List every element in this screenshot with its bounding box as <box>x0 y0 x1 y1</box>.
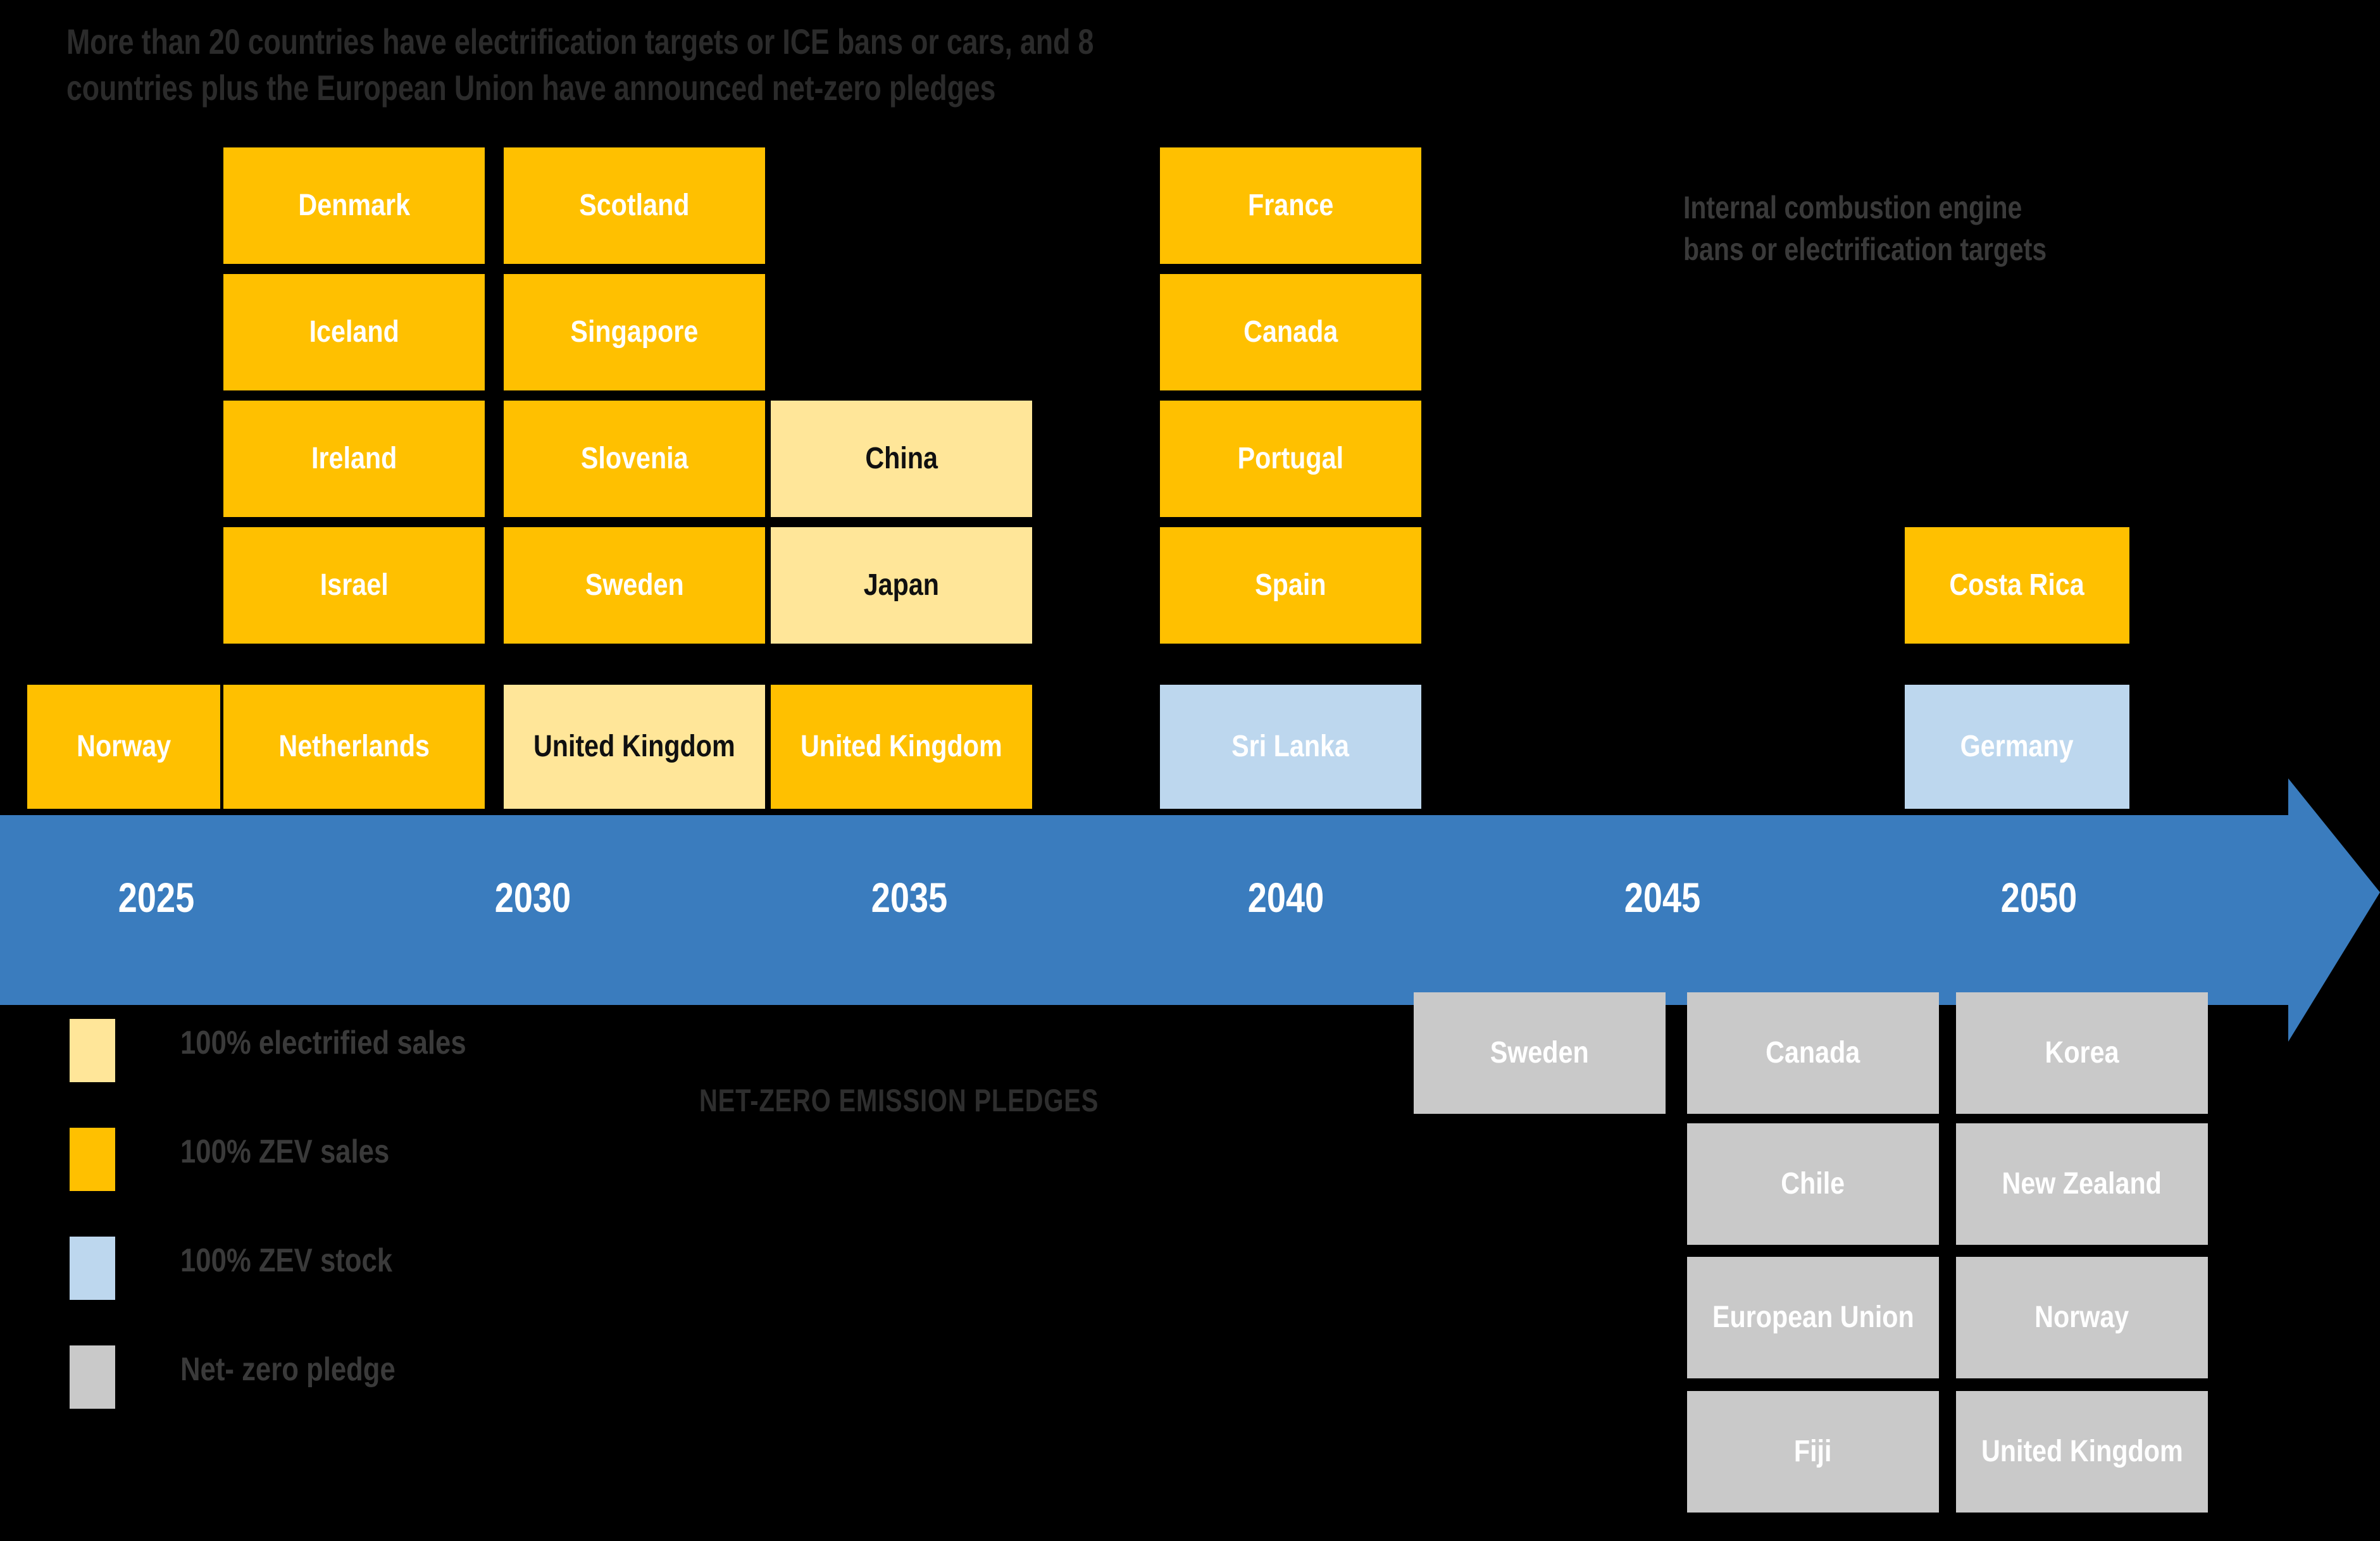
net-zero-section-heading: NET-ZERO EMISSION PLEDGES <box>699 1083 1099 1118</box>
target-box-label: Spain <box>1255 568 1326 602</box>
legend-label-zev_sales: 100% ZEV sales <box>180 1133 390 1170</box>
target-box-label: United Kingdom <box>801 730 1002 764</box>
net-zero-box-norway: Norway <box>1956 1257 2208 1378</box>
target-box-united-kingdom-2030: United Kingdom <box>504 685 765 809</box>
target-box-label: Sri Lanka <box>1231 730 1350 764</box>
target-box-label: United Kingdom <box>533 730 735 764</box>
target-box-canada-2040: Canada <box>1160 274 1421 390</box>
legend-label-electrified_sales: 100% electrified sales <box>180 1025 466 1061</box>
target-box-germany-2050: Germany <box>1905 685 2129 809</box>
target-box-ireland-2030: Ireland <box>223 401 485 517</box>
target-box-norway-2025: Norway <box>27 685 220 809</box>
net-zero-box-european-union: European Union <box>1687 1257 1939 1378</box>
target-box-label: Singapore <box>570 315 699 349</box>
net-zero-box-united-kingdom: United Kingdom <box>1956 1391 2208 1513</box>
timeline-year-2035: 2035 <box>871 874 948 921</box>
net-zero-box-label: Norway <box>2034 1301 2129 1335</box>
target-box-label: Costa Rica <box>1949 568 2085 602</box>
target-box-label: Iceland <box>309 315 399 349</box>
net-zero-box-label: Fiji <box>1794 1435 1832 1469</box>
target-box-denmark-2030: Denmark <box>223 147 485 264</box>
target-box-china-2035: China <box>771 401 1032 517</box>
target-box-label: Israel <box>320 568 389 602</box>
legend-label-net_zero_pledge: Net- zero pledge <box>180 1351 396 1388</box>
timeline-year-2045: 2045 <box>1624 874 1701 921</box>
net-zero-box-label: Sweden <box>1490 1036 1589 1070</box>
target-box-label: Sweden <box>585 568 684 602</box>
target-box-portugal-2040: Portugal <box>1160 401 1421 517</box>
ice-ban-annotation-line-1: Internal combustion engine <box>1683 190 2022 225</box>
legend-swatch-zev_sales <box>70 1128 115 1191</box>
target-box-label: France <box>1247 189 1334 223</box>
net-zero-box-label: New Zealand <box>2002 1167 2162 1201</box>
target-box-sweden-2030: Sweden <box>504 527 765 644</box>
net-zero-box-korea: Korea <box>1956 992 2208 1114</box>
target-box-costa-rica-2050: Costa Rica <box>1905 527 2129 644</box>
target-box-label: China <box>865 442 938 476</box>
ice-ban-annotation-line-2: bans or electrification targets <box>1683 232 2047 267</box>
target-box-label: Netherlands <box>278 730 430 764</box>
target-box-label: Canada <box>1243 315 1338 349</box>
target-box-spain-2040: Spain <box>1160 527 1421 644</box>
timeline-arrow <box>0 778 2380 1042</box>
target-box-sri-lanka-2040: Sri Lanka <box>1160 685 1421 809</box>
target-box-label: Ireland <box>311 442 397 476</box>
target-box-united-kingdom-2035: United Kingdom <box>771 685 1032 809</box>
target-box-netherlands-2030: Netherlands <box>223 685 485 809</box>
page-title-line-2: countries plus the European Union have a… <box>66 67 996 108</box>
net-zero-box-fiji: Fiji <box>1687 1391 1939 1513</box>
timeline-year-2050: 2050 <box>2000 874 2078 921</box>
target-box-label: Slovenia <box>580 442 688 476</box>
target-box-france-2040: France <box>1160 147 1421 264</box>
target-box-label: Portugal <box>1237 442 1344 476</box>
timeline-year-2040: 2040 <box>1247 874 1324 921</box>
target-box-label: Norway <box>76 730 171 764</box>
target-box-label: Germany <box>1960 730 2074 764</box>
net-zero-box-canada: Canada <box>1687 992 1939 1114</box>
timeline-year-2030: 2030 <box>494 874 571 921</box>
timeline-arrow-shape <box>0 778 2380 1042</box>
net-zero-box-sweden: Sweden <box>1414 992 1666 1114</box>
target-box-japan-2035: Japan <box>771 527 1032 644</box>
net-zero-box-label: European Union <box>1712 1301 1914 1335</box>
legend-label-zev_stock: 100% ZEV stock <box>180 1242 393 1279</box>
page-title: More than 20 countries have electrificat… <box>66 19 1231 111</box>
target-box-slovenia-2030: Slovenia <box>504 401 765 517</box>
net-zero-box-label: Chile <box>1781 1167 1845 1201</box>
legend-swatch-electrified_sales <box>70 1019 115 1082</box>
net-zero-box-label: Canada <box>1766 1036 1860 1070</box>
target-box-iceland-2030: Iceland <box>223 274 485 390</box>
target-box-label: Denmark <box>298 189 410 223</box>
target-box-scotland-2030: Scotland <box>504 147 765 264</box>
target-box-israel-2030: Israel <box>223 527 485 644</box>
timeline-year-2025: 2025 <box>118 874 195 921</box>
target-box-label: Scotland <box>579 189 690 223</box>
legend-swatch-net_zero_pledge <box>70 1345 115 1409</box>
target-box-label: Japan <box>863 568 940 602</box>
ice-ban-annotation: Internal combustion engine bans or elect… <box>1683 187 2254 270</box>
net-zero-box-label: Korea <box>2045 1036 2119 1070</box>
target-box-singapore-2030: Singapore <box>504 274 765 390</box>
legend-swatch-zev_stock <box>70 1237 115 1300</box>
net-zero-box-new-zealand: New Zealand <box>1956 1123 2208 1245</box>
page-title-line-1: More than 20 countries have electrificat… <box>66 22 1094 61</box>
net-zero-box-label: United Kingdom <box>1981 1435 2183 1469</box>
net-zero-box-chile: Chile <box>1687 1123 1939 1245</box>
